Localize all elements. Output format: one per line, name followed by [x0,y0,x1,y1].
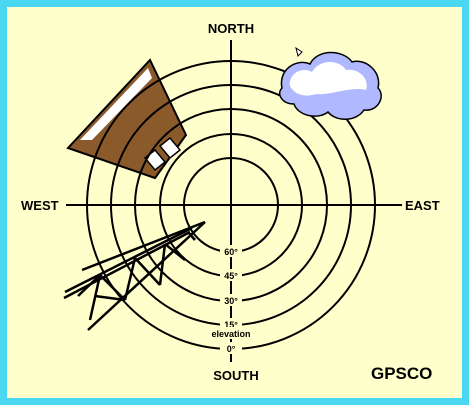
elevation-label-60: 60° [224,247,238,257]
elevation-label-15: 15° [224,320,238,330]
direction-labels: NORTH SOUTH WEST EAST [20,20,448,383]
elevation-title: elevation [211,329,250,339]
cloud-icon [278,46,382,120]
elevation-label-30: 30° [224,296,238,306]
compass-axes [66,40,402,362]
elevation-label-45: 45° [224,271,238,281]
building-icon [66,58,188,180]
label-east: EAST [405,198,440,213]
elevation-labels: 60° 45° 30° 15° 0° [220,245,242,354]
label-south: SOUTH [213,368,259,383]
label-north: NORTH [208,21,254,36]
elevation-label-0: 0° [227,344,236,354]
tower-icon [63,220,206,331]
label-west: WEST [21,198,59,213]
brand-logo-text: GPSCO [371,364,432,383]
